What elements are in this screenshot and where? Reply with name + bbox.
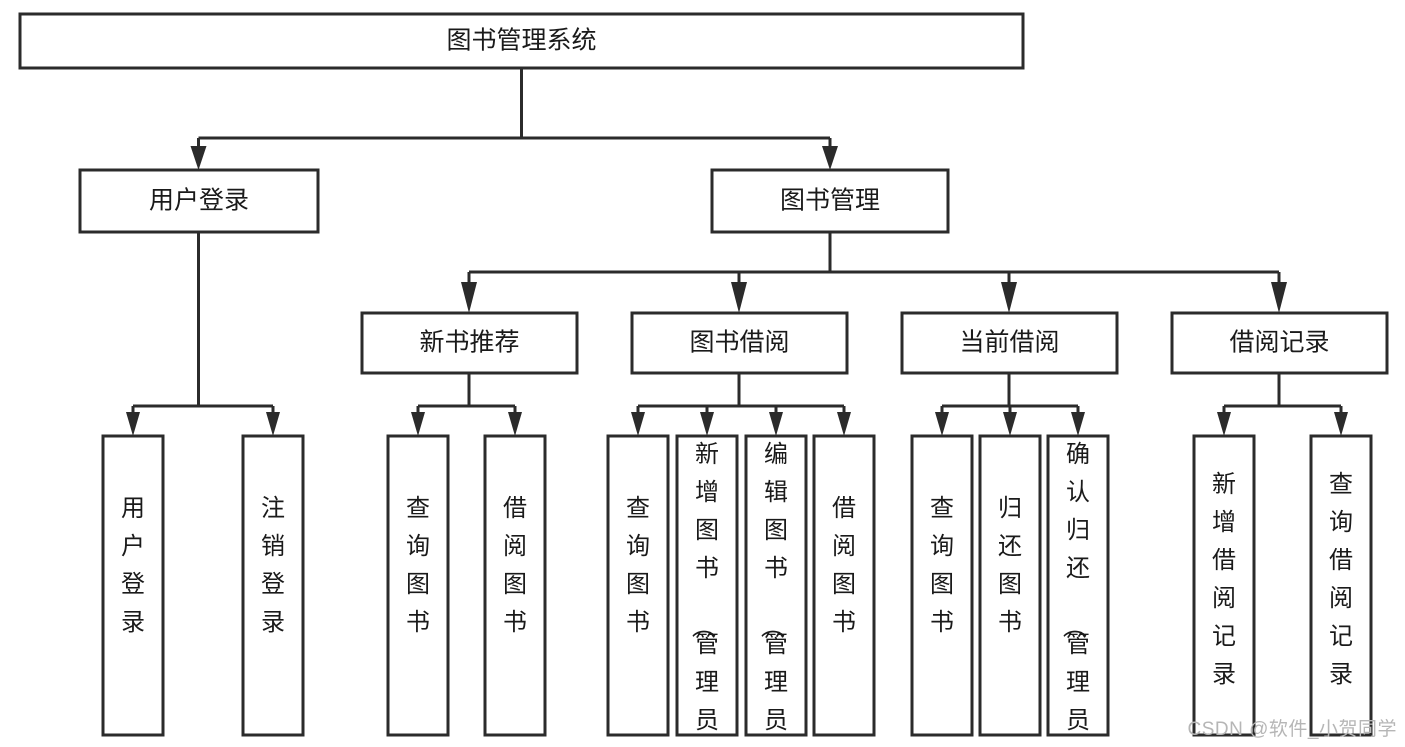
- arrow-head-icon: [837, 412, 851, 436]
- arrow-head-icon: [1001, 282, 1017, 313]
- connector-bookborrow-to-leaves: [631, 373, 851, 436]
- arrow-head-icon: [1003, 412, 1017, 436]
- leaf-label-vertical: 查询图书: [626, 495, 650, 636]
- leaf-node-user-login-login[interactable]: 用户登录: [101, 434, 165, 737]
- arrow-head-icon: [769, 412, 783, 436]
- leaf-label-vertical: 编辑图书（管理员）: [758, 441, 788, 747]
- arrow-head-icon: [190, 146, 207, 170]
- leaf-label-vertical: 确认归还（管理员）: [1060, 441, 1090, 747]
- leaf-node-currentborrow-confirm-return[interactable]: 确认归还（管理员）: [1046, 434, 1110, 747]
- arrow-head-icon: [700, 412, 714, 436]
- arrow-head-icon: [411, 412, 425, 436]
- node-borrow-record-label: 借阅记录: [1229, 329, 1329, 357]
- arrow-head-icon: [1271, 282, 1287, 313]
- leaf-label-vertical: 查询图书: [406, 495, 430, 636]
- leaf-node-bookborrow-query-book[interactable]: 查询图书: [606, 434, 670, 737]
- leaf-label-vertical: 新增图书（管理员）: [689, 441, 719, 747]
- node-book-borrow[interactable]: 图书借阅: [630, 311, 849, 375]
- node-root-label: 图书管理系统: [446, 27, 596, 55]
- leaf-node-borrowrecord-add-record[interactable]: 新增借阅记录: [1192, 434, 1256, 737]
- connector-bookmgmt-to-level3: [461, 232, 1287, 313]
- leaf-label-vertical: 新增借阅记录: [1212, 471, 1236, 688]
- leaf-node-bookborrow-edit-book[interactable]: 编辑图书（管理员）: [744, 434, 808, 747]
- node-book-management-label: 图书管理: [780, 187, 880, 215]
- node-current-borrow[interactable]: 当前借阅: [900, 311, 1119, 375]
- arrow-head-icon: [1071, 412, 1085, 436]
- arrow-head-icon: [1334, 412, 1348, 436]
- connector-root-to-level2: [190, 68, 838, 170]
- arrow-head-icon: [822, 146, 838, 170]
- leaf-node-bookborrow-borrow-book[interactable]: 借阅图书: [812, 434, 876, 737]
- arrow-head-icon: [731, 282, 747, 313]
- leaf-label-vertical: 查询借阅记录: [1329, 471, 1353, 688]
- leaf-label-vertical: 查询图书: [930, 495, 954, 636]
- arrow-head-icon: [508, 412, 522, 436]
- leaf-node-currentborrow-return-book[interactable]: 归还图书: [978, 434, 1042, 737]
- leaf-label-vertical: 用户登录: [121, 495, 145, 636]
- leaf-node-borrowrecord-query-record[interactable]: 查询借阅记录: [1309, 434, 1373, 737]
- node-borrow-record[interactable]: 借阅记录: [1170, 311, 1389, 375]
- node-user-login[interactable]: 用户登录: [78, 168, 320, 234]
- arrow-head-icon: [126, 412, 140, 436]
- arrow-head-icon: [1217, 412, 1231, 436]
- leaf-node-newbook-borrow-book[interactable]: 借阅图书: [483, 434, 547, 737]
- node-root-book-management-system[interactable]: 图书管理系统: [18, 12, 1025, 70]
- node-book-management[interactable]: 图书管理: [710, 168, 950, 234]
- leaf-node-currentborrow-query-book[interactable]: 查询图书: [910, 434, 974, 737]
- node-new-book-recommend-label: 新书推荐: [419, 329, 519, 357]
- leaf-label-vertical: 归还图书: [998, 495, 1022, 636]
- leaf-node-bookborrow-add-book[interactable]: 新增图书（管理员）: [675, 434, 739, 747]
- arrow-head-icon: [631, 412, 645, 436]
- node-current-borrow-label: 当前借阅: [959, 329, 1059, 357]
- leaf-label-vertical: 借阅图书: [503, 495, 527, 636]
- node-user-login-label: 用户登录: [149, 187, 249, 215]
- connector-newbook-to-leaves: [411, 373, 522, 436]
- connector-borrowrecord-to-leaves: [1217, 373, 1348, 436]
- leaf-label-vertical: 注销登录: [261, 495, 285, 636]
- leaf-node-newbook-query-book[interactable]: 查询图书: [386, 434, 450, 737]
- connector-userlogin-to-leaves: [126, 232, 280, 436]
- arrow-head-icon: [461, 282, 477, 313]
- leaf-node-user-login-logout[interactable]: 注销登录: [241, 434, 305, 737]
- arrow-head-icon: [266, 412, 280, 436]
- connector-currentborrow-to-leaves: [935, 373, 1085, 436]
- node-book-borrow-label: 图书借阅: [689, 329, 789, 357]
- arrow-head-icon: [935, 412, 949, 436]
- node-new-book-recommend[interactable]: 新书推荐: [360, 311, 579, 375]
- leaf-label-vertical: 借阅图书: [832, 495, 856, 636]
